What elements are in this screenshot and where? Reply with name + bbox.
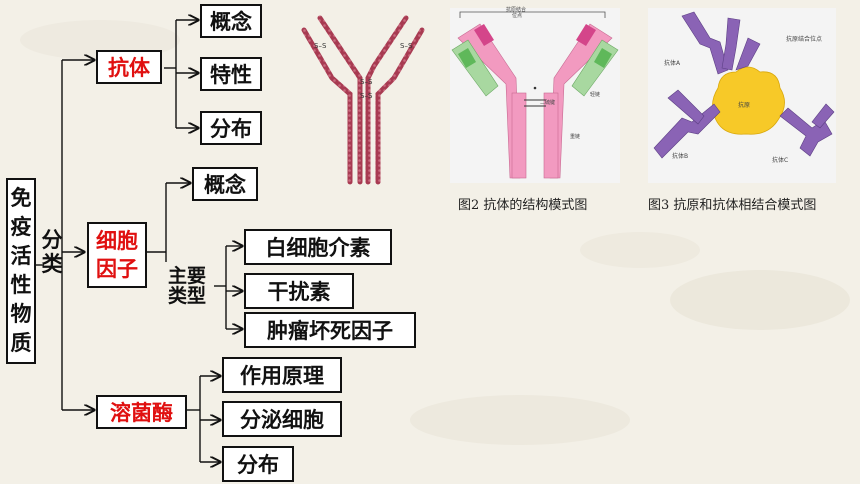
lysozyme-secreting-cells: 分泌细胞 xyxy=(222,401,342,437)
root-node-immune-active-substances: 免 疫 活 性 物 质 xyxy=(6,178,36,364)
cytokine-concept: 概念 xyxy=(192,167,258,201)
cytokine-type-interferon: 干扰素 xyxy=(244,273,354,309)
classify-char: 类 xyxy=(41,252,63,276)
root-char: 物 xyxy=(10,302,32,326)
figure1-antibody-bead-model: S–S S–S S–S S–S xyxy=(301,15,425,185)
cytokine-main-types-label: 主要 类型 xyxy=(168,266,214,306)
antibody-property: 特性 xyxy=(200,57,262,91)
node-antibody: 抗体 xyxy=(96,50,162,84)
fig2-binding-site-label-2: 位点 xyxy=(512,13,523,19)
fig3-binding-site-label: 抗原结合位点 xyxy=(786,36,823,43)
classify-char: 分 xyxy=(41,228,63,252)
lysozyme-distribution: 分布 xyxy=(222,446,294,482)
main-types-line2: 类型 xyxy=(168,285,207,307)
root-char: 免 xyxy=(10,186,32,210)
figure3-antigen-antibody-binding xyxy=(648,8,836,183)
cytokine-type-interleukin: 白细胞介素 xyxy=(244,229,392,265)
antibody-concept: 概念 xyxy=(200,4,262,38)
root-char: 性 xyxy=(10,273,32,297)
lysozyme-mechanism: 作用原理 xyxy=(222,357,342,393)
fig3-antibody-b-label: 抗体B xyxy=(672,153,689,160)
ss-label: S–S xyxy=(314,42,327,50)
fig3-antibody-a-label: 抗体A xyxy=(664,60,681,67)
fig3-antigen-label: 抗原 xyxy=(738,102,751,109)
main-types-line1: 主要 xyxy=(168,265,207,287)
fig3-antibody-c-label: 抗体C xyxy=(772,157,789,164)
fig2-light-chain-label: 轻链 xyxy=(590,92,601,98)
fig2-binding-site-label: 抗原结合 xyxy=(506,7,527,13)
fig2-heavy-chain-label: 重链 xyxy=(570,134,581,140)
cytokine-label-line1: 细胞 xyxy=(96,229,138,253)
node-lysozyme: 溶菌酶 xyxy=(96,395,187,429)
ss-label: S–S xyxy=(360,78,373,86)
figure2-antibody-structure xyxy=(450,8,620,183)
root-char: 疫 xyxy=(10,215,32,239)
node-cytokine: 细胞 因子 xyxy=(87,222,147,288)
root-char: 质 xyxy=(10,331,32,355)
classify-label: 分 类 xyxy=(40,228,64,276)
ss-label: S–S xyxy=(360,92,373,100)
fig2-disulfide-label: 二硫键 xyxy=(540,100,556,106)
ss-label: S–S xyxy=(400,42,413,50)
cytokine-type-tnf: 肿瘤坏死因子 xyxy=(244,312,416,348)
antibody-distribution: 分布 xyxy=(200,111,262,145)
cytokine-label-line2: 因子 xyxy=(96,257,138,281)
root-char: 活 xyxy=(10,244,32,268)
figure3-caption: 图3 抗原和抗体相结合模式图 xyxy=(648,198,817,213)
figure2-caption: 图2 抗体的结构模式图 xyxy=(458,198,588,213)
